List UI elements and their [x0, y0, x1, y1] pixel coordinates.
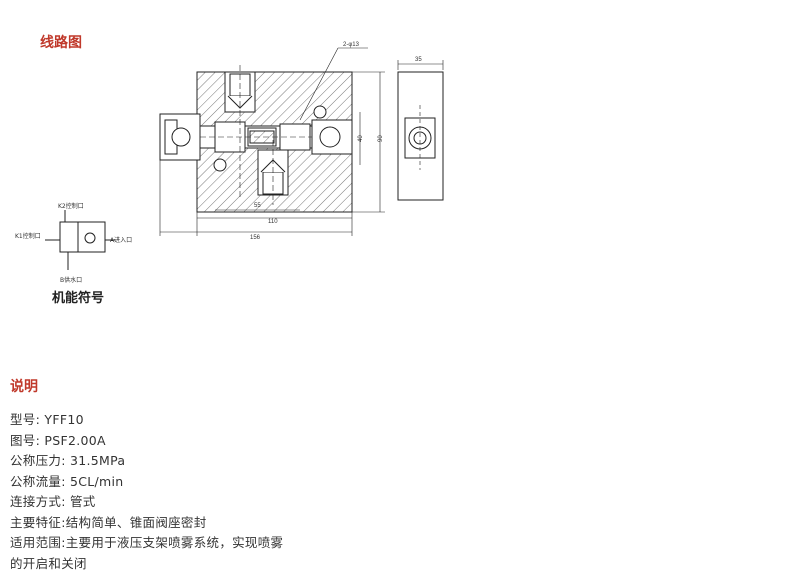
circuit-diagram-title: 线路图: [40, 35, 82, 51]
spec-row: 图号: PSF2.00A: [10, 431, 283, 452]
function-symbol: [45, 210, 115, 270]
spec-value: 31.5MPa: [70, 453, 126, 468]
spec-value: YFF10: [44, 412, 84, 427]
valve-side-view: [397, 60, 444, 201]
symbol-b-port-label: B供水口: [60, 276, 82, 284]
spec-row: 的开启和关闭: [10, 554, 283, 575]
spec-row: 公称压力: 31.5MPa: [10, 451, 283, 472]
symbol-k1-label: K1控制口: [15, 232, 41, 240]
symbol-k2-label: K2控制口: [58, 202, 84, 210]
spec-label: 连接方式:: [10, 494, 66, 509]
spec-value: 5CL/min: [70, 473, 124, 489]
spec-label: 适用范围:: [10, 535, 66, 550]
dim-total-length: 156: [250, 235, 261, 241]
symbol-a-port-label: A进入口: [110, 236, 132, 244]
spec-row: 适用范围:主要用于液压支架喷雾系统，实现喷雾: [10, 533, 283, 554]
spec-label: 公称压力:: [10, 453, 66, 468]
spec-value: 管式: [70, 494, 96, 509]
spec-label: 主要特征:: [10, 514, 66, 530]
vertical-dimensions: [352, 71, 385, 213]
spec-row: 型号: YFF10: [10, 410, 283, 431]
spec-label: 型号:: [10, 412, 41, 427]
spec-value: PSF2.00A: [44, 432, 106, 448]
function-symbol-caption: 机能符号: [52, 291, 105, 306]
dim-port-spacing: 55: [254, 203, 261, 209]
spec-label: 图号:: [10, 432, 41, 448]
valve-section-view: [159, 47, 368, 213]
description-title: 说明: [10, 379, 38, 395]
spec-value: 结构简单、锥面阀座密封: [65, 514, 207, 530]
spec-row: 主要特征:结构简单、锥面阀座密封: [10, 513, 283, 534]
spec-value: 主要用于液压支架喷雾系统，实现喷雾: [65, 535, 284, 550]
spec-row: 连接方式: 管式: [10, 492, 283, 513]
spec-value: 的开启和关闭: [10, 555, 87, 571]
bottom-dimensions: [159, 160, 353, 236]
spec-label: 公称流量:: [10, 473, 66, 489]
dim-body-length: 110: [268, 219, 278, 225]
dim-height: 90: [378, 135, 384, 142]
hole-callout: 2-φ13: [343, 42, 360, 48]
dim-width: 35: [415, 57, 422, 63]
dim-height-inner: 40: [358, 135, 364, 142]
spec-row: 公称流量: 5CL/min: [10, 472, 283, 493]
spec-list: 型号: YFF10 图号: PSF2.00A 公称压力: 31.5MPa 公称流…: [10, 410, 283, 574]
